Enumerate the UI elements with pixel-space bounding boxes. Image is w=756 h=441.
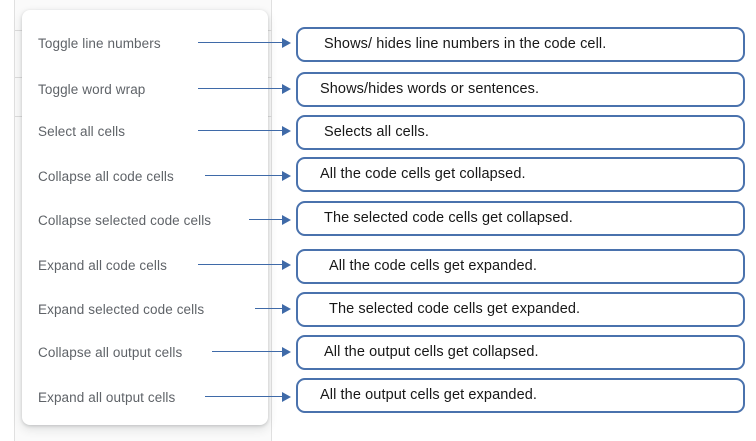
arrow-shaft-7 [212,351,282,353]
menu-item-2[interactable]: Select all cells [38,124,126,139]
menu-item-4[interactable]: Collapse selected code cells [38,213,212,228]
arrow-shaft-0 [198,42,282,44]
menu-item-0[interactable]: Toggle line numbers [38,36,161,51]
arrow-head-icon-3 [282,171,291,181]
arrow-head-icon-8 [282,392,291,402]
callout-box-4: The selected code cells get collapsed. [296,201,745,236]
callout-text-5: All the code cells get expanded. [329,258,537,274]
callout-box-0: Shows/ hides line numbers in the code ce… [296,27,745,62]
menu-item-3[interactable]: Collapse all code cells [38,169,174,184]
callout-box-3: All the code cells get collapsed. [296,157,745,192]
arrow-shaft-6 [255,308,282,310]
callout-text-8: All the output cells get expanded. [320,387,538,403]
arrow-head-icon-1 [282,84,291,94]
menu-separator-left-0 [15,30,23,31]
arrow-6 [255,304,296,314]
menu-item-8[interactable]: Expand all output cells [38,390,176,405]
menu-separator-right-0 [267,30,272,31]
arrow-7 [212,347,296,357]
callout-box-1: Shows/hides words or sentences. [296,72,745,107]
menu-item-7[interactable]: Collapse all output cells [38,345,183,360]
arrow-1 [198,84,296,94]
arrow-shaft-1 [198,88,282,90]
callout-box-5: All the code cells get expanded. [296,249,745,284]
menu-separator-left-1 [15,77,23,78]
menu-item-6[interactable]: Expand selected code cells [38,302,205,317]
arrow-4 [249,215,296,225]
callout-text-3: All the code cells get collapsed. [320,166,526,182]
arrow-shaft-4 [249,219,282,221]
arrow-2 [198,126,296,136]
callout-text-0: Shows/ hides line numbers in the code ce… [324,36,607,52]
callout-text-7: All the output cells get collapsed. [324,344,539,360]
arrow-head-icon-4 [282,215,291,225]
arrow-head-icon-6 [282,304,291,314]
callout-box-8: All the output cells get expanded. [296,378,745,413]
callout-box-6: The selected code cells get expanded. [296,292,745,327]
arrow-0 [198,38,296,48]
arrow-shaft-2 [198,130,282,132]
backdrop-left-edge [14,0,15,441]
arrow-8 [205,392,296,402]
arrow-head-icon-5 [282,260,291,270]
notebook-view-menu-panel [22,10,268,425]
callout-text-1: Shows/hides words or sentences. [320,81,540,97]
arrow-head-icon-7 [282,347,291,357]
menu-separator-left-2 [15,116,23,117]
backdrop-right-edge [271,0,272,441]
arrow-5 [198,260,296,270]
menu-item-1[interactable]: Toggle word wrap [38,82,146,97]
menu-separator-right-2 [267,116,272,117]
callout-text-4: The selected code cells get collapsed. [324,210,573,226]
arrow-shaft-8 [205,396,282,398]
menu-separator-right-1 [267,77,272,78]
menu-item-5[interactable]: Expand all code cells [38,258,167,273]
arrow-head-icon-2 [282,126,291,136]
callout-box-2: Selects all cells. [296,115,745,150]
arrow-3 [205,171,296,181]
arrow-shaft-5 [198,264,282,266]
callout-text-2: Selects all cells. [324,124,429,140]
arrow-head-icon-0 [282,38,291,48]
callout-box-7: All the output cells get collapsed. [296,335,745,370]
arrow-shaft-3 [205,175,282,177]
callout-text-6: The selected code cells get expanded. [329,301,581,317]
